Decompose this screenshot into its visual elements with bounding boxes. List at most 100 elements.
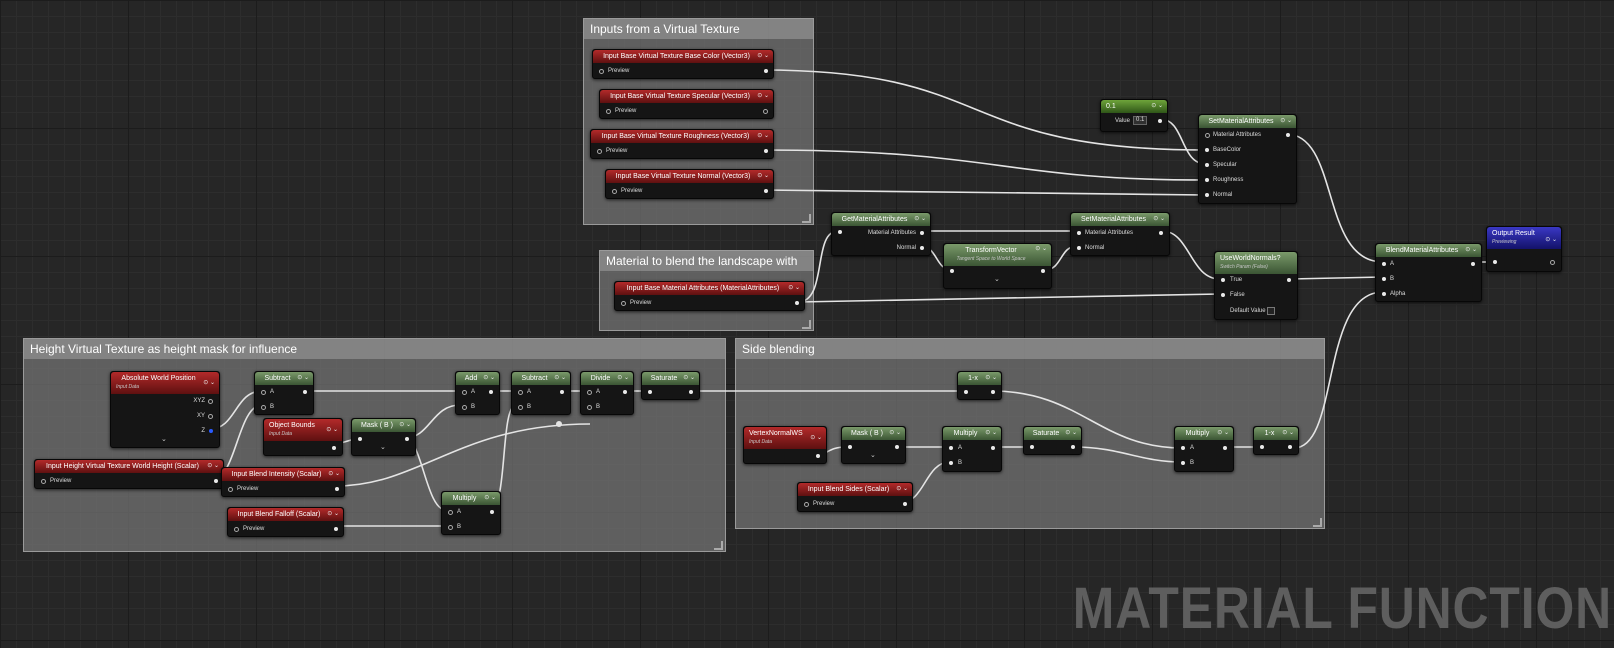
- input-pin-icon[interactable]: [1382, 262, 1386, 266]
- output-pin-icon[interactable]: [1286, 133, 1290, 137]
- node-header[interactable]: Add⊙ ⌄: [456, 372, 499, 385]
- input-pin-icon[interactable]: [648, 390, 652, 394]
- input-pin-icon[interactable]: [1221, 278, 1225, 282]
- node-options-icon[interactable]: ⊙ ⌄: [757, 173, 769, 179]
- output-pin-icon[interactable]: [623, 390, 627, 394]
- node-options-icon[interactable]: ⊙ ⌄: [617, 375, 629, 381]
- node-options-icon[interactable]: ⊙ ⌄: [1153, 216, 1165, 222]
- output-pin-icon[interactable]: [560, 390, 564, 394]
- output-pin-icon[interactable]: [764, 69, 768, 73]
- node-options-icon[interactable]: ⊙ ⌄: [326, 427, 338, 433]
- input-pin-icon[interactable]: [261, 390, 266, 395]
- input-pin-icon[interactable]: [587, 405, 592, 410]
- node-options-icon[interactable]: ⊙ ⌄: [327, 511, 339, 517]
- preview-pin-icon[interactable]: [804, 502, 809, 507]
- node-blend-intensity[interactable]: Input Blend Intensity (Scalar)⊙ ⌄ Previe…: [221, 467, 345, 497]
- node-options-icon[interactable]: ⊙ ⌄: [1282, 430, 1294, 436]
- output-pin-icon[interactable]: [920, 246, 924, 250]
- node-multiply-1[interactable]: Multiply⊙ ⌄ A B: [441, 491, 501, 535]
- preview-pin-icon[interactable]: [606, 109, 611, 114]
- output-pin-icon[interactable]: [1223, 446, 1227, 450]
- node-set-material-attributes-2[interactable]: SetMaterialAttributes⊙ ⌄ Material Attrib…: [1070, 212, 1170, 256]
- node-options-icon[interactable]: ⊙ ⌄: [757, 93, 769, 99]
- input-pin-icon[interactable]: [587, 390, 592, 395]
- chevron-down-icon[interactable]: ⌄: [161, 436, 167, 443]
- preview-pin-icon[interactable]: [621, 301, 626, 306]
- node-options-icon[interactable]: ⊙ ⌄: [297, 375, 309, 381]
- node-subtract-2[interactable]: Subtract⊙ ⌄ A B: [511, 371, 571, 415]
- input-pin-icon[interactable]: [964, 390, 968, 394]
- node-options-icon[interactable]: ⊙ ⌄: [810, 435, 822, 441]
- node-header[interactable]: Mask ( B )⊙ ⌄: [842, 427, 905, 440]
- input-pin-icon[interactable]: [1181, 461, 1185, 465]
- output-pin-icon[interactable]: [1159, 231, 1163, 235]
- node-header[interactable]: Mask ( B )⊙ ⌄: [352, 419, 415, 432]
- preview-pin-icon[interactable]: [597, 149, 602, 154]
- node-header[interactable]: Subtract⊙ ⌄: [512, 372, 570, 385]
- node-options-icon[interactable]: ⊙ ⌄: [1280, 118, 1292, 124]
- output-pin-icon[interactable]: [903, 502, 907, 506]
- node-options-icon[interactable]: ⊙ ⌄: [757, 133, 769, 139]
- node-header[interactable]: Saturate⊙ ⌄: [1024, 427, 1081, 440]
- input-pin-icon[interactable]: [1205, 193, 1209, 197]
- node-header[interactable]: Input Base Virtual Texture Specular (Vec…: [600, 90, 773, 103]
- output-pin-icon[interactable]: [332, 446, 336, 450]
- node-blend-material-attributes[interactable]: BlendMaterialAttributes⊙ ⌄ A B Alpha: [1375, 243, 1482, 302]
- node-header[interactable]: BlendMaterialAttributes⊙ ⌄: [1376, 244, 1481, 257]
- node-header[interactable]: Input Blend Falloff (Scalar)⊙ ⌄: [228, 508, 343, 521]
- resize-handle[interactable]: [802, 320, 811, 329]
- input-pin-icon[interactable]: [1382, 292, 1386, 296]
- preview-pin-icon[interactable]: [41, 479, 46, 484]
- input-pin-icon[interactable]: [950, 269, 954, 273]
- node-options-icon[interactable]: ⊙ ⌄: [914, 216, 926, 222]
- input-pin-icon[interactable]: [518, 390, 523, 395]
- input-pin-icon[interactable]: [1382, 277, 1386, 281]
- node-header[interactable]: Multiply⊙ ⌄: [442, 492, 500, 505]
- node-set-material-attributes-1[interactable]: SetMaterialAttributes⊙ ⌄ Material Attrib…: [1198, 114, 1297, 204]
- node-options-icon[interactable]: ⊙ ⌄: [399, 422, 411, 428]
- node-saturate-1[interactable]: Saturate⊙ ⌄: [641, 371, 700, 400]
- node-options-icon[interactable]: ⊙ ⌄: [1151, 103, 1163, 109]
- preview-pin-icon[interactable]: [234, 527, 239, 532]
- output-pin-icon[interactable]: [1471, 262, 1475, 266]
- node-header[interactable]: GetMaterialAttributes⊙ ⌄: [832, 213, 930, 226]
- node-header[interactable]: SetMaterialAttributes⊙ ⌄: [1199, 115, 1296, 128]
- node-options-icon[interactable]: ⊙ ⌄: [203, 380, 215, 386]
- node-header[interactable]: Input Base Virtual Texture Roughness (Ve…: [591, 130, 773, 143]
- input-pin-icon[interactable]: [358, 437, 362, 441]
- node-multiply-2[interactable]: Multiply⊙ ⌄ A B: [942, 426, 1002, 472]
- node-saturate-2[interactable]: Saturate⊙ ⌄: [1023, 426, 1082, 455]
- node-header[interactable]: Subtract⊙ ⌄: [255, 372, 313, 385]
- node-options-icon[interactable]: ⊙ ⌄: [683, 375, 695, 381]
- node-header[interactable]: Multiply⊙ ⌄: [943, 427, 1001, 440]
- node-mask-b-2[interactable]: Mask ( B )⊙ ⌄ ⌄: [841, 426, 906, 464]
- output-pin-icon[interactable]: [335, 487, 339, 491]
- node-base-material[interactable]: Input Base Material Attributes (Material…: [614, 281, 805, 311]
- node-header[interactable]: Input Base Virtual Texture Base Color (V…: [593, 50, 773, 63]
- node-options-icon[interactable]: ⊙ ⌄: [484, 495, 496, 501]
- output-pin-icon[interactable]: [334, 527, 338, 531]
- node-header[interactable]: Input Height Virtual Texture World Heigh…: [35, 460, 223, 473]
- input-pin-icon[interactable]: [462, 390, 467, 395]
- input-pin-icon[interactable]: [1205, 148, 1209, 152]
- node-options-icon[interactable]: ⊙ ⌄: [1217, 430, 1229, 436]
- output-pin-icon[interactable]: [795, 301, 799, 305]
- node-get-material-attributes[interactable]: GetMaterialAttributes⊙ ⌄ Material Attrib…: [831, 212, 931, 256]
- input-pin-icon[interactable]: [448, 525, 453, 530]
- output-pin-icon[interactable]: [816, 454, 820, 458]
- node-header[interactable]: Input Blend Intensity (Scalar)⊙ ⌄: [222, 468, 344, 481]
- preview-pin-icon[interactable]: [599, 69, 604, 74]
- input-pin-icon[interactable]: [261, 405, 266, 410]
- default-value-checkbox[interactable]: [1267, 307, 1275, 315]
- output-pin-icon[interactable]: [763, 109, 768, 114]
- input-pin-icon[interactable]: [1181, 446, 1185, 450]
- node-header[interactable]: Divide⊙ ⌄: [581, 372, 633, 385]
- input-pin-icon[interactable]: [448, 510, 453, 515]
- input-pin-icon[interactable]: [462, 405, 467, 410]
- node-bvt-specular[interactable]: Input Base Virtual Texture Specular (Vec…: [599, 89, 774, 119]
- node-subtract-1[interactable]: Subtract⊙ ⌄ A B: [254, 371, 314, 415]
